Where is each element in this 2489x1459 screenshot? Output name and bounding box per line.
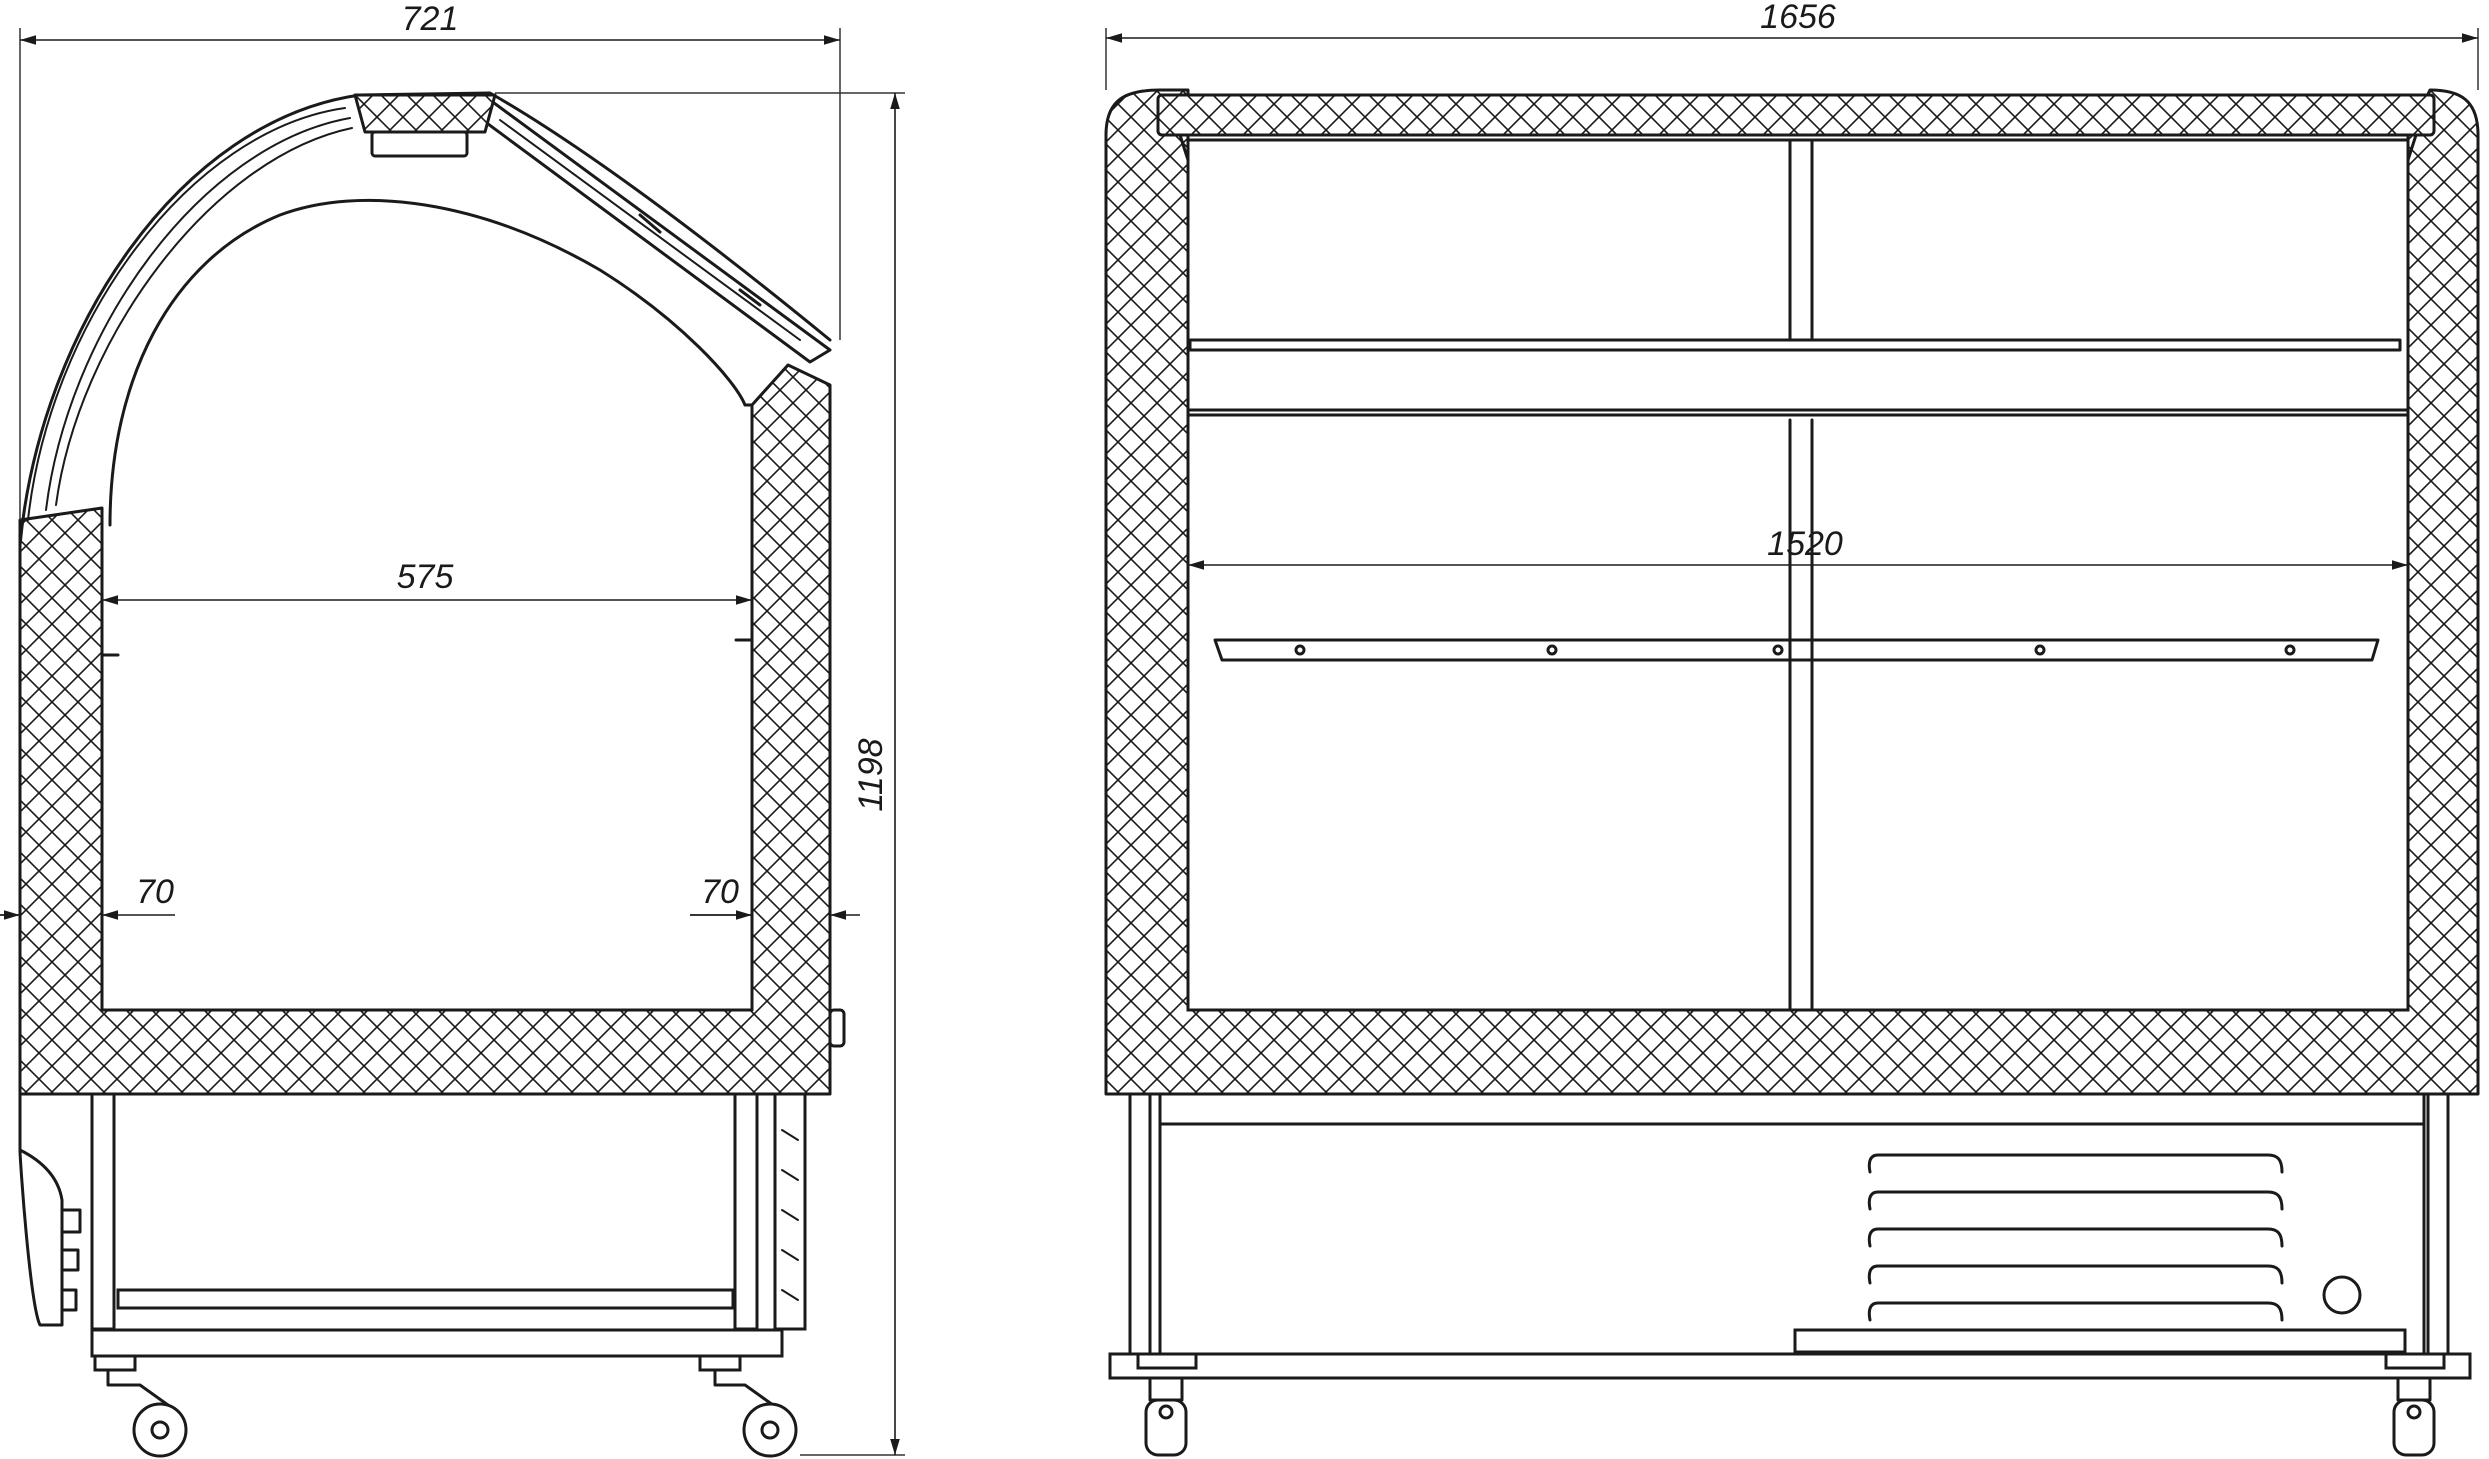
- dim-label-inner-width: 575: [397, 558, 454, 596]
- side-caster-left: [93, 1354, 188, 1458]
- top-bracket: [370, 130, 469, 158]
- dim-overall-width: 721: [19, 0, 841, 520]
- front-cavity: [1186, 133, 2410, 1012]
- upper-glass-shelf: [1188, 338, 2402, 352]
- front-base-post-right: [2426, 1092, 2450, 1356]
- central-divider: [1788, 418, 1814, 1012]
- side-insulation-body: [18, 363, 832, 1096]
- rear-lid-outer: [478, 98, 832, 364]
- side-knob: [828, 1008, 846, 1048]
- dim-label-overall-width: 721: [402, 0, 459, 38]
- side-caster-right: [698, 1354, 798, 1458]
- dim-label-wall-left: 70: [136, 873, 174, 911]
- side-base-front-panel: [18, 1092, 64, 1327]
- drain-plug: [2322, 1275, 2362, 1315]
- side-base-post-right: [733, 1092, 759, 1331]
- dim-wall-left: 70: [0, 873, 175, 920]
- front-insulation-body: [1104, 88, 2480, 1096]
- front-caster-left: [1136, 1352, 1198, 1457]
- dim-label-overall-length: 1656: [1760, 0, 1836, 36]
- curved-glass-layer-1: [27, 107, 346, 521]
- dim-overall-length: 1656: [1105, 0, 2479, 90]
- side-cavity: [100, 403, 754, 1012]
- front-lid-insulation: [1156, 93, 2436, 137]
- front-base-tray: [1793, 1328, 2407, 1354]
- front-shelf-bar: [1213, 638, 2380, 662]
- curved-glass-outer: [18, 91, 832, 547]
- upper-glass-frame: [1186, 138, 2410, 417]
- inner-canopy-arc: [108, 198, 747, 527]
- dim-overall-height: 1198: [495, 92, 905, 1456]
- side-base-tray: [116, 1288, 735, 1310]
- dim-inner-width: 575: [102, 558, 752, 605]
- vent-louvers: [1867, 1153, 2284, 1322]
- side-base-post-left: [90, 1092, 116, 1331]
- dim-wall-right: 70: [690, 873, 860, 920]
- dim-inner-length: 1520: [1188, 525, 2408, 570]
- dim-label-inner-length: 1520: [1767, 525, 1843, 563]
- front-base-panel: [1158, 1092, 2426, 1126]
- side-view: 721 575 70 70 1198: [0, 0, 905, 1458]
- front-base-post-left: [1128, 1092, 1152, 1356]
- upper-glass-divider: [1788, 138, 1814, 342]
- side-base-rear-hatch: [781, 1129, 799, 1301]
- curved-glass-layer-2: [45, 117, 351, 511]
- front-base-rail: [1108, 1352, 2472, 1380]
- front-base-panel-outline: [1158, 1122, 2426, 1356]
- rear-lid-handle: [638, 213, 762, 307]
- rear-lid-inner: [499, 119, 801, 341]
- side-base-rail: [90, 1328, 784, 1358]
- dim-label-wall-right: 70: [701, 873, 739, 911]
- shelf-bar-holes: [1294, 644, 2296, 656]
- front-view: 1656 1520: [1104, 0, 2480, 1457]
- curved-glass-layer-3: [55, 127, 353, 506]
- dim-label-overall-height: 1198: [852, 738, 890, 811]
- side-top-insulation: [353, 93, 497, 134]
- side-base-front-vents: [60, 1208, 82, 1312]
- side-base-rear-panel: [773, 1092, 807, 1331]
- front-caster-right: [2384, 1352, 2446, 1457]
